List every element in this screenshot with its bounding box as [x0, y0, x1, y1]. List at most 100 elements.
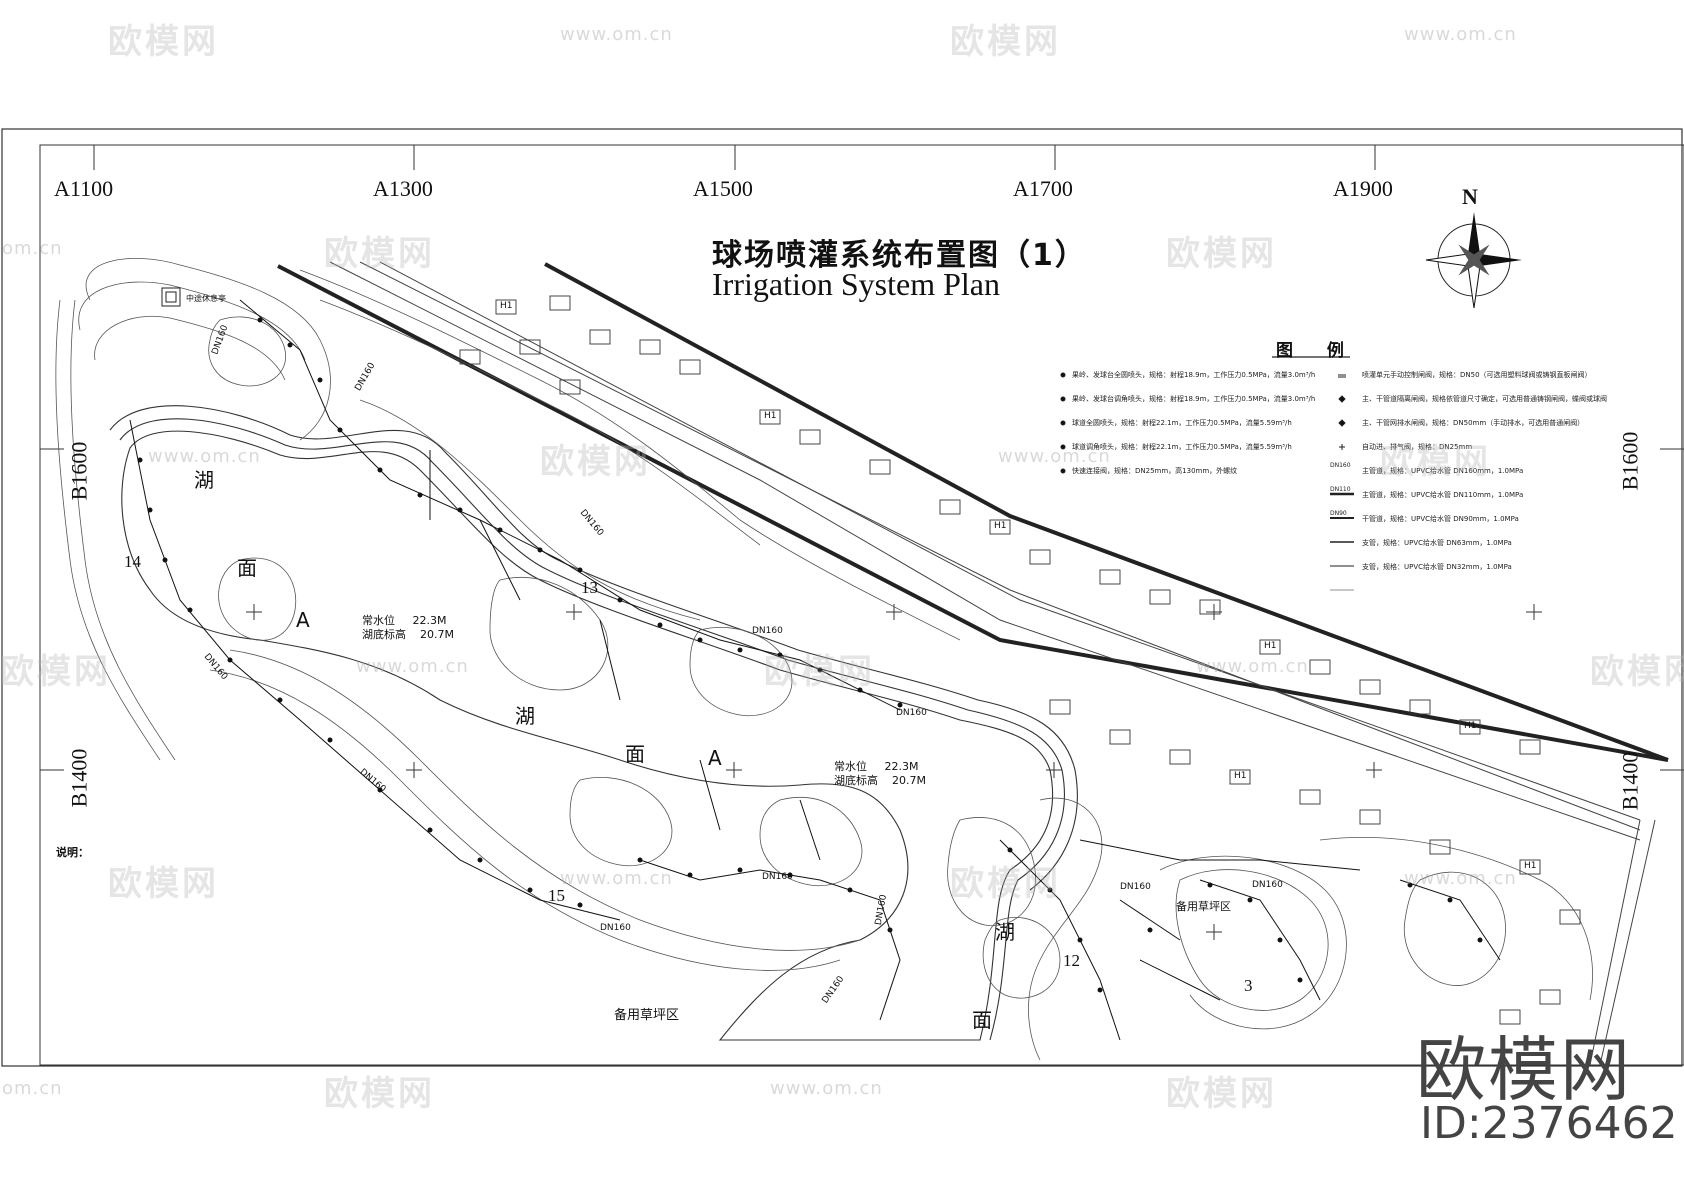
lake-label: 湖: [194, 468, 214, 492]
watermark-url: www.om.cn: [1196, 656, 1309, 677]
water-level-bottom-value: 20.7M: [420, 628, 454, 641]
pipe-label: DN160: [752, 626, 783, 636]
legend-item: 支管，规格：UPVC给水管 DN32mm，1.0MPa: [1362, 563, 1512, 571]
house-label: H1: [1234, 771, 1247, 781]
watermark: 欧模网: [540, 442, 651, 482]
grid-label-left-b1400: B1400: [66, 748, 92, 808]
north-arrow-icon: [1425, 212, 1522, 309]
outer-frame: [1, 128, 1683, 1067]
area-label: 中途休息亭: [186, 294, 226, 303]
legend-item: 球道全圆喷头，规格：射程22.1m，工作压力0.5MPa，流量5.59m³/h: [1072, 419, 1292, 427]
house-label: H1: [1524, 861, 1537, 871]
lake-label: 湖: [515, 704, 535, 728]
zone-number: 3: [1244, 976, 1253, 995]
watermark-url: www.om.cn: [560, 24, 673, 45]
watermark: 欧模网: [1166, 1074, 1277, 1114]
water-level-note: 常水位 22.3M 湖底标高 20.7M: [834, 760, 926, 788]
lake-label: 面: [237, 556, 257, 580]
legend-item: 主、干管网排水闸阀，规格：DN50mm（手动排水，可选用普通闸阀）: [1362, 419, 1585, 427]
notes-label: 说明：: [56, 846, 89, 859]
brand-logo-text: 欧模网: [1416, 1029, 1632, 1111]
zone-number: 13: [581, 578, 598, 597]
grid-label-right-b1400: B1400: [1617, 751, 1643, 811]
watermark: 欧模网: [950, 864, 1061, 904]
watermark: 欧模网: [764, 652, 875, 692]
pavilion-symbol: [161, 287, 181, 307]
lake-label: A: [708, 746, 722, 770]
legend-item: 球道调角喷头，规格：射程22.1m，工作压力0.5MPa，流量5.59m³/h: [1072, 443, 1292, 451]
house-symbols: [459, 295, 1581, 1025]
legend-item: 支管，规格：UPVC给水管 DN63mm，1.0MPa: [1362, 539, 1512, 547]
watermark: 欧模网: [324, 1074, 435, 1114]
area-label: 备用草坪区: [1176, 900, 1231, 913]
watermark: 欧模网: [108, 22, 219, 62]
house-label: H1: [994, 521, 1007, 531]
watermark: 欧模网: [1166, 234, 1277, 274]
house-label: H1: [1264, 641, 1277, 651]
brand-id: ID:2376462: [1420, 1098, 1678, 1149]
watermark-url: www.om.cn: [148, 446, 261, 467]
watermark-url: om.cn: [2, 238, 63, 259]
grid-label-right-b1600: B1600: [1617, 431, 1643, 491]
road-lines: [329, 261, 1656, 1066]
legend-pipe-symbols: DN160 DN110 DN90: [1330, 462, 1351, 534]
title-chinese: 球场喷灌系统布置图（1）: [712, 238, 1087, 273]
legend-left-column: 果岭、发球台全圆喷头，规格：射程18.9m，工作压力0.5MPa，流量3.0m³…: [1072, 370, 1315, 490]
legend-symbols: [1060, 356, 1354, 591]
legend-item: 干管道，规格：UPVC给水管 DN90mm，1.0MPa: [1362, 515, 1519, 523]
legend-symbol-label: DN110: [1330, 486, 1351, 493]
grid-label-a1500: A1500: [693, 176, 753, 201]
zone-number: 12: [1063, 951, 1080, 970]
watermark-url: www.om.cn: [356, 656, 469, 677]
watermark-url: om.cn: [2, 1078, 63, 1099]
legend-item: 喷灌单元手动控制闸阀，规格：DN50（可选用塑料球阀或铸钢直板闸阀）: [1362, 371, 1592, 379]
water-level-normal-label: 常水位: [834, 760, 867, 773]
legend-item: 快速连接阀，规格：DN25mm，高130mm，外螺纹: [1072, 467, 1238, 475]
house-label: H1: [764, 411, 777, 421]
grid-crosses: [246, 604, 1542, 940]
water-level-bottom-label: 湖底标高: [362, 628, 406, 641]
road-boundary: [277, 262, 1669, 762]
pipe-label: DN160: [896, 708, 927, 718]
watermark-url: www.om.cn: [1404, 24, 1517, 45]
legend-symbol-label: DN90: [1330, 510, 1347, 517]
fairway-contours: [55, 258, 1593, 1061]
sprinkler-heads: [137, 317, 1483, 993]
legend-item: 主、干管道隔离闸阀，规格依管道尺寸确定，可选用普通铸钢闸阀，蝶阀或球阀: [1362, 395, 1607, 403]
grid-label-a1700: A1700: [1013, 176, 1073, 201]
area-label: 备用草坪区: [614, 1008, 680, 1023]
legend-item: 主管道，规格：UPVC给水管 DN110mm，1.0MPa: [1362, 491, 1524, 499]
lake-label: A: [296, 608, 310, 632]
legend-item: 主管道，规格：UPVC给水管 DN160mm，1.0MPa: [1362, 467, 1524, 475]
inner-frame: [39, 144, 1684, 1066]
house-label: H1: [1464, 721, 1477, 731]
legend-title: 图 例: [1276, 341, 1358, 361]
title-english: Irrigation System Plan: [712, 266, 1000, 302]
grid-label-a1100: A1100: [54, 176, 114, 201]
grid-label-a1300: A1300: [373, 176, 433, 201]
water-level-bottom-value: 20.7M: [892, 774, 926, 787]
watermark-url: www.om.cn: [998, 446, 1111, 467]
lake-label: 湖: [995, 920, 1015, 944]
watermark: 欧模网: [1380, 442, 1491, 482]
house-label: H1: [500, 301, 513, 311]
water-level-normal-label: 常水位: [362, 614, 395, 627]
watermark: 欧模网: [1590, 652, 1684, 692]
legend-item: 自动进、排气阀，规格：DN25mm: [1362, 443, 1473, 451]
legend-right-column: 喷灌单元手动控制闸阀，规格：DN50（可选用塑料球阀或铸钢直板闸阀） 主、干管道…: [1362, 370, 1607, 586]
north-label: N: [1462, 184, 1478, 209]
lake-label: 面: [625, 742, 645, 766]
zone-number: 15: [548, 886, 565, 905]
grid-ticks: [40, 145, 1684, 771]
lake-outline: [109, 405, 1078, 1041]
watermark: 欧模网: [0, 652, 111, 692]
pipe-label: DN160: [762, 872, 793, 882]
water-level-normal-value: 22.3M: [412, 614, 447, 627]
water-level-bottom-label: 湖底标高: [834, 774, 878, 787]
grid-label-a1900: A1900: [1333, 176, 1393, 201]
zone-number: 14: [124, 552, 141, 571]
watermark-url: www.om.cn: [1404, 868, 1517, 889]
watermark: 欧模网: [324, 234, 435, 274]
pipe-label: DN160: [1252, 880, 1283, 890]
